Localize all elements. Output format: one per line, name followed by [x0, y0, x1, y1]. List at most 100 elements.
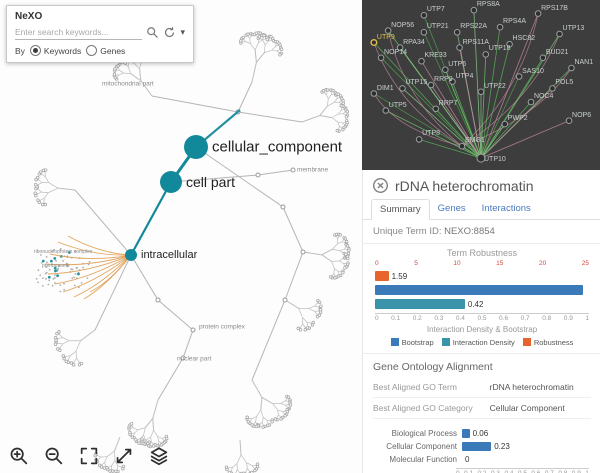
- go-category-value: Cellular Component: [489, 402, 565, 413]
- bar-interaction-density: [375, 299, 465, 310]
- layers-button[interactable]: [148, 445, 170, 467]
- gene-node-nop6[interactable]: NOP6: [572, 111, 592, 119]
- fit-content-button[interactable]: [78, 445, 100, 467]
- close-detail-button[interactable]: [372, 177, 389, 194]
- fit-content-icon: [80, 447, 98, 465]
- tree-node-intracellular[interactable]: intracellular: [141, 249, 198, 261]
- robustness-bars: 1.59 0.42: [375, 271, 589, 310]
- go-category-label: Best Aligned GO Category: [373, 402, 473, 413]
- tree-node-cell-part[interactable]: cell part: [186, 174, 236, 190]
- network-svg: [370, 6, 575, 163]
- gene-node-utp9[interactable]: UTP9: [376, 33, 395, 41]
- legend-swatch: [522, 338, 531, 347]
- gene-node-utp15[interactable]: UTP15: [405, 79, 428, 87]
- bar-row-interaction-density: 0.42: [375, 299, 589, 310]
- gene-node-utp22[interactable]: UTP22: [484, 82, 506, 90]
- gene-node-utp6[interactable]: UTP6: [448, 60, 467, 68]
- gene-node-rpa34[interactable]: RPA34: [403, 38, 425, 46]
- tree-node-mitochondrial-part[interactable]: mitochondrial part: [102, 80, 154, 88]
- gene-node-bud21[interactable]: BUD21: [545, 48, 569, 56]
- gene-node-pwp2[interactable]: PWP2: [507, 115, 528, 123]
- search-panel: NeXO ▾ By: [6, 5, 194, 63]
- gene-node-pol5[interactable]: POL5: [555, 79, 574, 87]
- tree-node-nuclear-part[interactable]: nuclear part: [177, 355, 212, 363]
- search-button[interactable]: [146, 26, 159, 39]
- radio-genes-circle: [86, 45, 98, 56]
- legend-swatch: [390, 338, 399, 347]
- go-chart-axis: 00.10.20.30.40.50.60.70.80.91: [456, 467, 589, 473]
- gene-node-utp7[interactable]: UTP7: [426, 6, 445, 14]
- close-icon: [372, 177, 389, 194]
- gene-node-utp4[interactable]: UTP4: [455, 72, 474, 80]
- gene-node-emg1[interactable]: EMG1: [464, 137, 485, 145]
- tree-node-cellular-component[interactable]: cellular_component: [212, 138, 343, 156]
- table-row: Best Aligned GO Category Cellular Compon…: [373, 398, 591, 419]
- radio-keywords[interactable]: Keywords: [29, 45, 82, 56]
- gene-node-rps11a[interactable]: RPS11A: [462, 38, 489, 46]
- gene-node-utp13[interactable]: UTP13: [562, 25, 585, 32]
- gene-node-utp18[interactable]: UTP18: [488, 45, 511, 53]
- gene-node-nan1[interactable]: NAN1: [574, 59, 594, 66]
- gene-node-utp10[interactable]: UTP10: [484, 156, 506, 164]
- app-title: NeXO: [15, 11, 43, 22]
- by-label: By: [15, 45, 25, 56]
- bar-value-label: 0.42: [467, 299, 484, 309]
- legend-item-interaction-density: Interaction Density: [441, 338, 515, 347]
- gene-node-utp5[interactable]: UTP5: [388, 101, 407, 109]
- gene-node-rps22a[interactable]: RPS22A: [460, 23, 488, 31]
- search-input[interactable]: [15, 25, 143, 40]
- gene-node-hsc82[interactable]: HSC82: [512, 35, 536, 43]
- zoom-out-button[interactable]: [43, 445, 65, 467]
- gene-node-rrp9[interactable]: RRP9: [434, 76, 453, 83]
- robustness-x-label: Interaction Density & Bootstrap: [426, 324, 538, 334]
- collapse-panel-icon[interactable]: ▾: [180, 27, 185, 37]
- layers-icon: [150, 447, 168, 466]
- gene-node-nop56[interactable]: NOP56: [391, 21, 415, 29]
- gene-node-rps4a[interactable]: RPS4A: [503, 18, 526, 26]
- radio-genes[interactable]: Genes: [86, 45, 125, 56]
- tree-zoom-toolbar: [8, 445, 170, 467]
- gene-node-rps8a[interactable]: RPS8A: [476, 1, 500, 9]
- tab-genes[interactable]: Genes: [437, 203, 466, 214]
- gene-node-utp21[interactable]: UTP21: [426, 23, 449, 31]
- tree-node-preribosome[interactable]: preribosome: [42, 263, 70, 269]
- tab-summary[interactable]: Summary: [371, 199, 430, 220]
- expand-diagonal-button[interactable]: [113, 445, 135, 467]
- radio-keywords-label: Keywords: [43, 45, 82, 56]
- unique-term-id-label: Unique Term ID:: [373, 226, 442, 237]
- tree-node-ribonucleoprotein-complex[interactable]: ribonucleoprotein complex: [34, 249, 93, 255]
- tab-interactions[interactable]: Interactions: [481, 203, 531, 214]
- bar-value-label: 1.59: [391, 271, 408, 281]
- gene-node-sas10[interactable]: SAS10: [522, 67, 544, 75]
- gene-node-nop14[interactable]: NOP14: [384, 48, 407, 56]
- reset-icon: [165, 27, 175, 38]
- unique-term-id-value: NEXO:8854: [444, 226, 495, 237]
- zoom-in-button[interactable]: [8, 445, 30, 467]
- gene-node-dim1[interactable]: DIM1: [376, 84, 394, 92]
- tree-node-membrane[interactable]: membrane: [297, 166, 329, 174]
- reset-search-button[interactable]: [163, 26, 176, 39]
- go-bar-value: 0.23: [494, 441, 510, 451]
- gene-node-rrp7[interactable]: RRP7: [438, 99, 458, 107]
- search-mode-row: By Keywords Genes: [15, 45, 185, 56]
- gene-node-rps17b[interactable]: RPS17B: [541, 4, 568, 12]
- gene-node-kre33[interactable]: KRE33: [424, 52, 447, 60]
- tree-node-protein-complex[interactable]: protein complex: [199, 323, 245, 331]
- gene-node-noc4[interactable]: NOC4: [533, 93, 554, 100]
- search-icon: [147, 27, 159, 38]
- gene-node-utp8[interactable]: UTP8: [422, 130, 441, 138]
- bar-row-robustness: 1.59: [375, 271, 589, 282]
- go-alignment-table: Best Aligned GO Term rDNA heterochromati…: [363, 377, 600, 419]
- legend-item-bootstrap: Bootstrap: [390, 338, 434, 347]
